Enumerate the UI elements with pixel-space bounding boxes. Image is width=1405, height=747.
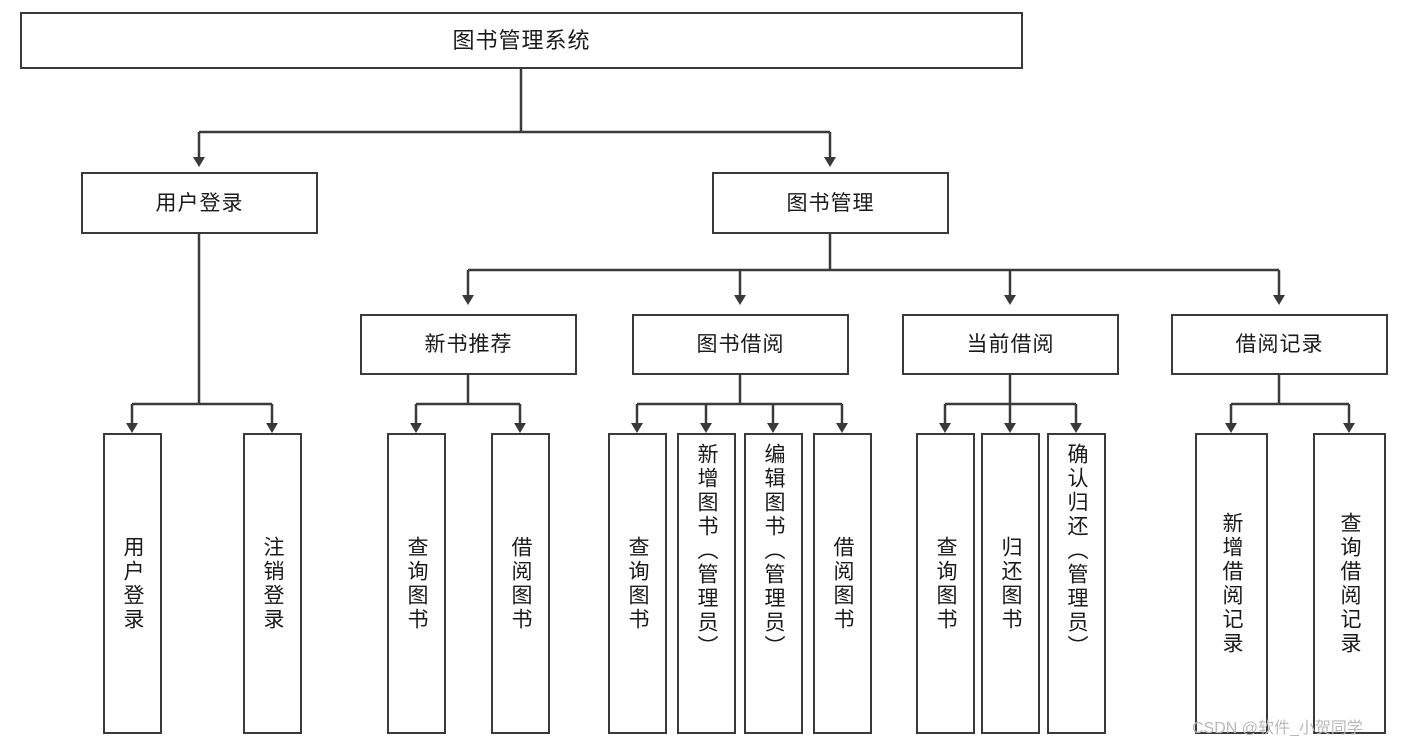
node-label: 查询图书: [934, 535, 957, 632]
node-label: 用户登录: [121, 535, 144, 632]
leaf-borrow-record-add-record[interactable]: 新增借阅记录: [1195, 433, 1268, 734]
node-label: 归还图书: [999, 535, 1022, 632]
node-label: 借阅记录: [1235, 333, 1324, 356]
leaf-current-borrow-query-book[interactable]: 查询图书: [916, 433, 975, 734]
leaf-book-borrow-query-book[interactable]: 查询图书: [608, 433, 667, 734]
node-root-book-management-system[interactable]: 图书管理系统: [20, 12, 1023, 69]
node-label: 注销登录: [261, 535, 284, 632]
node-label: 借阅图书: [831, 535, 854, 632]
leaf-current-borrow-confirm-return-admin[interactable]: 确认归还（管理员）: [1047, 433, 1106, 734]
csdn-watermark: CSDN @软件_小贺同学: [1192, 720, 1363, 737]
node-label: 新增借阅记录: [1220, 511, 1243, 656]
leaf-current-borrow-return-book[interactable]: 归还图书: [981, 433, 1040, 734]
node-borrow-record[interactable]: 借阅记录: [1171, 314, 1388, 375]
leaf-user-login-login[interactable]: 用户登录: [103, 433, 162, 734]
node-label: 新增图书（管理员）: [695, 443, 718, 659]
node-user-login[interactable]: 用户登录: [81, 172, 318, 234]
node-label: 查询借阅记录: [1338, 511, 1361, 656]
node-book-management[interactable]: 图书管理: [712, 172, 949, 234]
node-label: 图书管理系统: [452, 27, 591, 53]
node-book-borrow[interactable]: 图书借阅: [632, 314, 849, 375]
leaf-book-borrow-borrow-book[interactable]: 借阅图书: [813, 433, 872, 734]
leaf-book-borrow-edit-book-admin[interactable]: 编辑图书（管理员）: [744, 433, 803, 734]
node-label: 借阅图书: [509, 535, 532, 632]
node-label: 查询图书: [626, 535, 649, 632]
leaf-new-book-borrow-book[interactable]: 借阅图书: [491, 433, 550, 734]
leaf-new-book-query-book[interactable]: 查询图书: [387, 433, 446, 734]
node-label: 用户登录: [155, 191, 244, 215]
node-new-book-recommend[interactable]: 新书推荐: [360, 314, 577, 375]
node-label: 新书推荐: [424, 333, 513, 356]
node-current-borrow[interactable]: 当前借阅: [902, 314, 1119, 375]
node-label: 查询图书: [405, 535, 428, 632]
node-label: 图书借阅: [696, 333, 785, 356]
node-label: 确认归还（管理员）: [1065, 443, 1088, 659]
node-label: 编辑图书（管理员）: [762, 443, 785, 659]
node-label: 图书管理: [786, 191, 875, 215]
leaf-borrow-record-query-record[interactable]: 查询借阅记录: [1313, 433, 1386, 734]
node-label: 当前借阅: [966, 333, 1055, 356]
leaf-user-login-logout[interactable]: 注销登录: [243, 433, 302, 734]
leaf-book-borrow-add-book-admin[interactable]: 新增图书（管理员）: [677, 433, 736, 734]
